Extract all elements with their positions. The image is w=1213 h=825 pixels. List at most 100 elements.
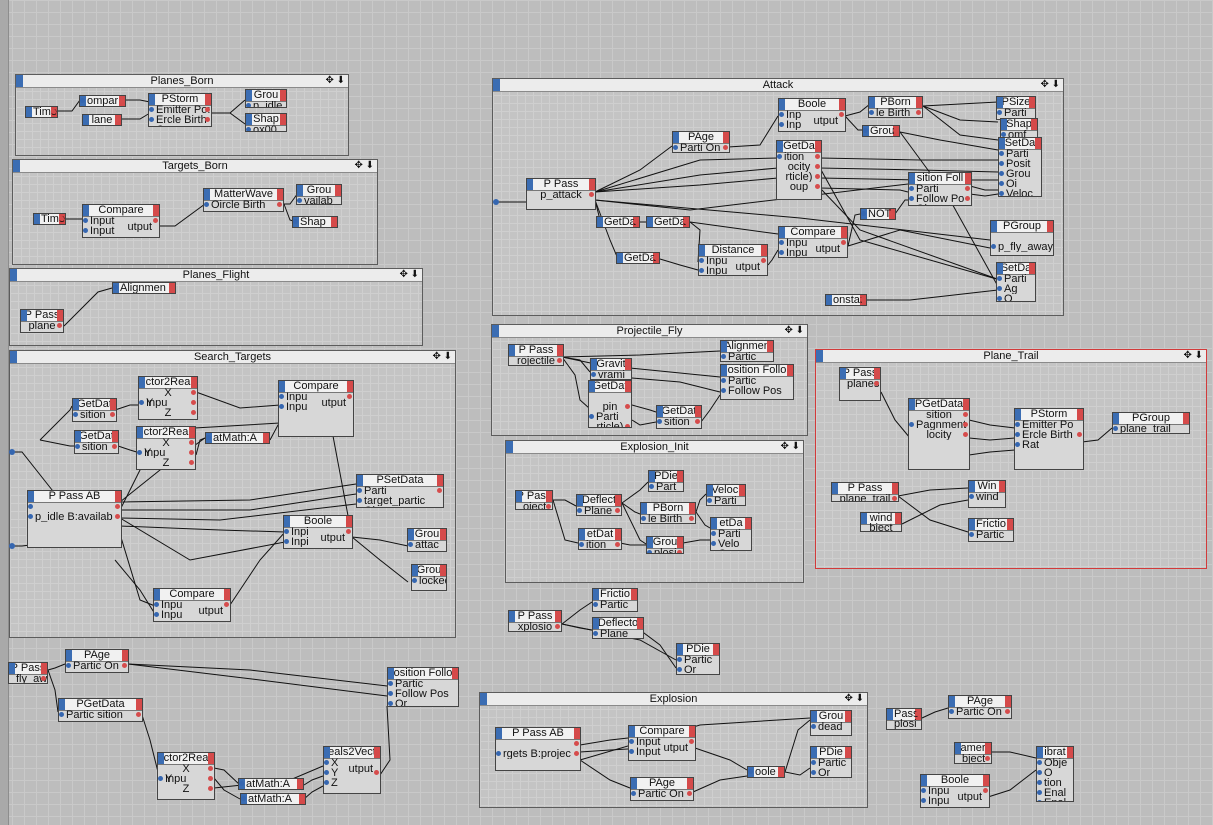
input-port[interactable] [279, 394, 284, 399]
output-port[interactable] [208, 766, 213, 771]
input-port[interactable] [861, 211, 866, 216]
output-port[interactable] [191, 390, 196, 395]
output-port[interactable] [985, 756, 990, 761]
node-shape[interactable]: Shap [292, 216, 338, 228]
input-port[interactable] [239, 781, 244, 786]
output-port[interactable] [963, 422, 968, 427]
output-port[interactable] [916, 110, 921, 115]
node-alignment[interactable]: Alignmen [112, 282, 176, 294]
input-port[interactable] [137, 450, 142, 455]
output-port[interactable] [546, 504, 551, 509]
group-planes-flight[interactable]: Planes_Flight✥ ⬇ [9, 268, 423, 346]
input-port[interactable] [707, 498, 712, 503]
input-port[interactable] [673, 145, 678, 150]
input-port[interactable] [388, 701, 393, 706]
input-port[interactable] [699, 258, 704, 263]
input-port[interactable] [246, 127, 251, 131]
input-port[interactable] [1037, 760, 1042, 765]
output-port[interactable] [191, 400, 196, 405]
node-constant[interactable]: onstar [825, 294, 867, 306]
input-port[interactable] [909, 186, 914, 191]
move-collapse-icon[interactable]: ✥ ⬇ [1183, 350, 1203, 361]
move-collapse-icon[interactable]: ✥ ⬇ [354, 160, 374, 171]
input-port[interactable] [324, 760, 329, 765]
input-port[interactable] [139, 400, 144, 405]
output-port[interactable] [189, 440, 194, 445]
output-port[interactable] [115, 504, 120, 509]
output-port[interactable] [51, 109, 56, 114]
move-collapse-icon[interactable]: ✥ ⬇ [399, 269, 419, 280]
input-port[interactable] [1037, 780, 1042, 785]
output-port[interactable] [574, 751, 579, 756]
input-port[interactable] [921, 788, 926, 793]
output-port[interactable] [892, 496, 897, 501]
input-port[interactable] [28, 514, 33, 519]
node-floatmath[interactable]: atMath:A [238, 778, 304, 790]
input-port[interactable] [647, 550, 652, 553]
input-port[interactable] [412, 578, 417, 583]
input-port[interactable] [59, 712, 64, 717]
edge-port[interactable] [493, 199, 499, 205]
group-title[interactable]: Explosion✥ ⬇ [480, 693, 867, 706]
input-port[interactable] [921, 798, 926, 803]
node-time[interactable]: Time [25, 106, 58, 118]
output-port[interactable] [346, 529, 351, 534]
input-port[interactable] [204, 202, 209, 207]
input-port[interactable] [779, 250, 784, 255]
output-port[interactable] [689, 516, 694, 521]
output-port[interactable] [57, 323, 62, 328]
output-port[interactable] [224, 602, 229, 607]
input-port[interactable] [721, 378, 726, 383]
output-port[interactable] [374, 770, 379, 775]
input-port[interactable] [677, 667, 682, 672]
input-port[interactable] [83, 228, 88, 233]
input-port[interactable] [721, 388, 726, 393]
move-collapse-icon[interactable]: ✥ ⬇ [780, 441, 800, 452]
input-port[interactable] [811, 724, 816, 729]
output-port[interactable] [841, 240, 846, 245]
output-port[interactable] [963, 412, 968, 417]
node-floatmath[interactable]: atMath:A [205, 432, 270, 444]
input-port[interactable] [75, 444, 80, 449]
node-floatmath[interactable]: atMath:A [240, 793, 306, 805]
output-port[interactable] [895, 515, 900, 520]
move-collapse-icon[interactable]: ✥ ⬇ [432, 351, 452, 362]
input-port[interactable] [80, 98, 85, 103]
input-port[interactable] [949, 709, 954, 714]
output-port[interactable] [557, 358, 562, 363]
output-port[interactable] [695, 419, 700, 424]
output-port[interactable] [1077, 432, 1082, 437]
input-port[interactable] [997, 296, 1002, 301]
input-port[interactable] [591, 372, 596, 377]
output-port[interactable] [815, 174, 820, 179]
move-collapse-icon[interactable]: ✥ ⬇ [325, 75, 345, 86]
output-port[interactable] [41, 676, 46, 681]
input-port[interactable] [113, 285, 118, 290]
input-port[interactable] [1113, 426, 1118, 431]
output-port[interactable] [815, 184, 820, 189]
